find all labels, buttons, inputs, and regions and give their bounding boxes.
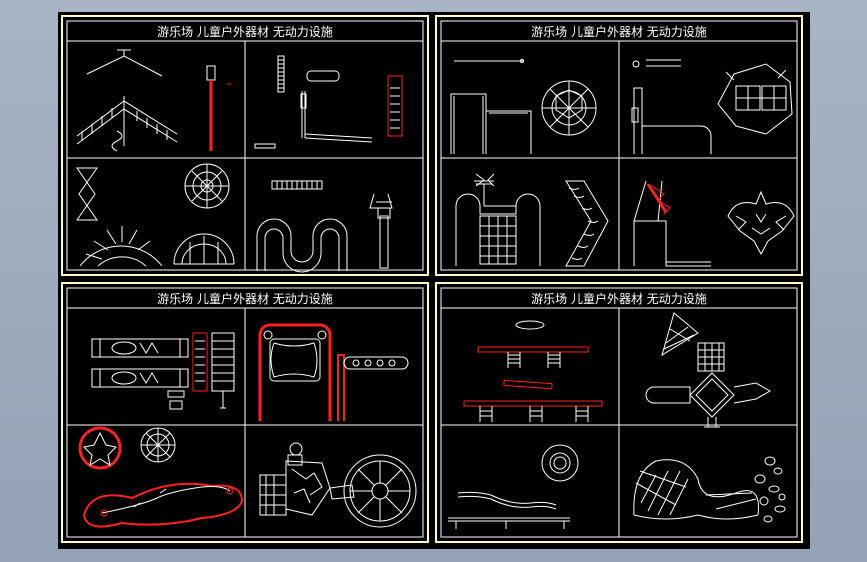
panel-title: 游乐场 儿童户外器材 无动力设施	[157, 291, 333, 306]
panel-outer-frame	[435, 282, 803, 543]
panel-1[interactable]: 游乐场 儿童户外器材 无动力设施	[61, 15, 429, 276]
panel-outer-frame	[61, 15, 429, 276]
equipment-drawings	[78, 323, 417, 528]
panel-title: 游乐场 儿童户外器材 无动力设施	[531, 24, 707, 39]
panel-outer-frame	[61, 282, 429, 543]
drawing-canvas: 游乐场 儿童户外器材 无动力设施	[61, 15, 803, 543]
panel-title: 游乐场 儿童户外器材 无动力设施	[531, 291, 707, 306]
cad-drawing-sheet[interactable]: 游乐场 儿童户外器材 无动力设施	[58, 12, 810, 549]
equipment-drawings	[450, 59, 795, 267]
equipment-drawings	[76, 49, 403, 273]
panel-4[interactable]: 游乐场 儿童户外器材 无动力设施	[435, 282, 803, 543]
equipment-drawings	[448, 312, 786, 529]
panel-3[interactable]: 游乐场 儿童户外器材 无动力设施	[61, 282, 429, 543]
panel-outer-frame	[435, 15, 803, 276]
panel-2[interactable]: 游乐场 儿童户外器材 无动力设施	[435, 15, 803, 276]
panel-title: 游乐场 儿童户外器材 无动力设施	[157, 24, 333, 39]
